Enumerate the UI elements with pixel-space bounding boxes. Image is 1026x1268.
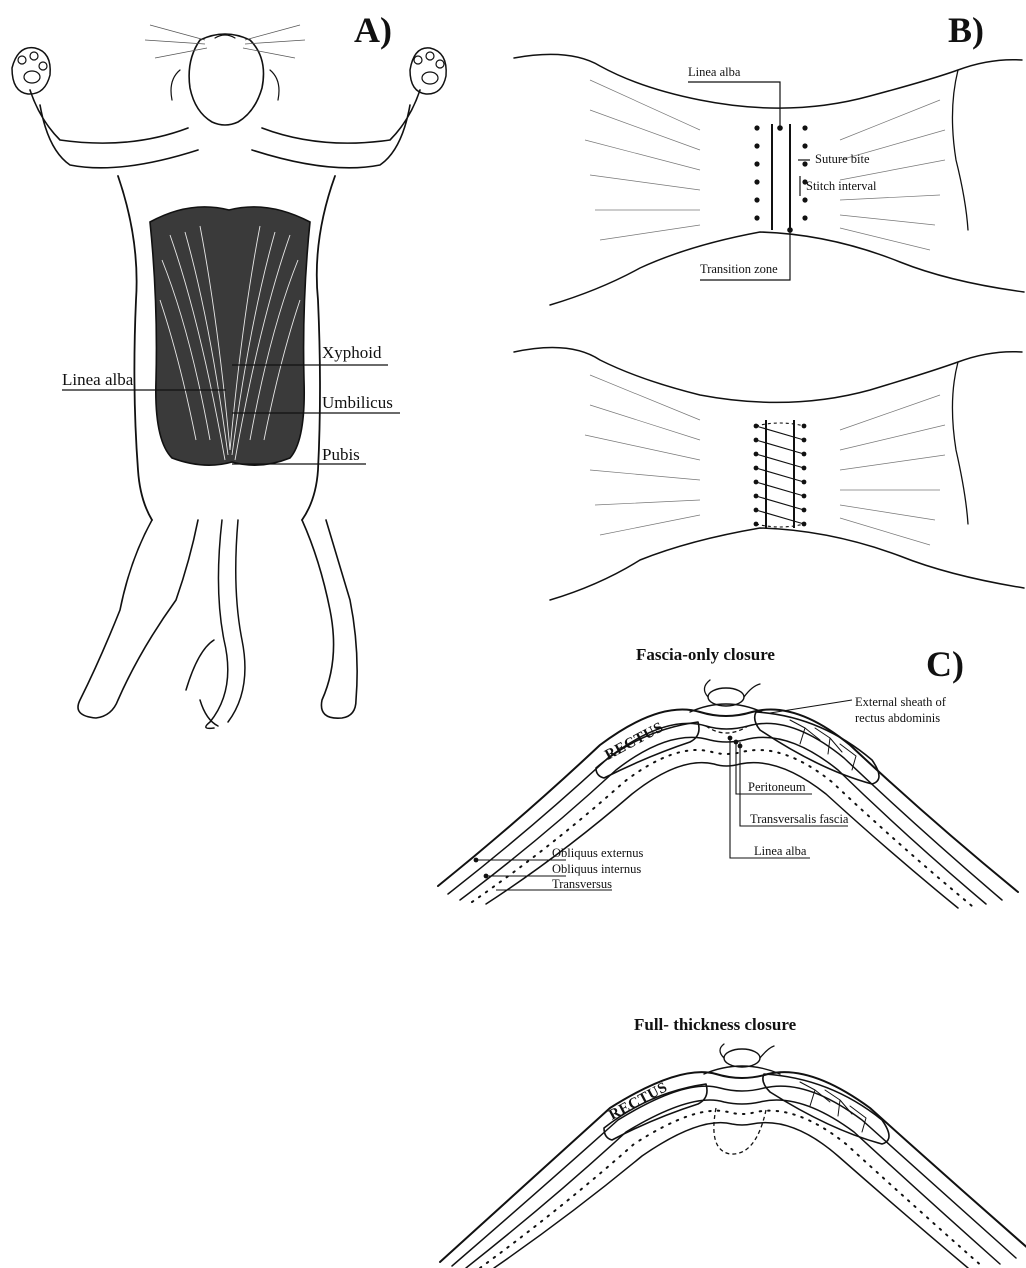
label-xyphoid: Xyphoid — [322, 343, 382, 362]
label-obliquus-internus: Obliquus internus — [552, 862, 641, 876]
label-external-sheath-2: rectus abdominis — [855, 711, 940, 725]
label-stitch-interval: Stitch interval — [806, 179, 877, 193]
incision-drawing-top: Linea alba Suture bite Stitch interval T… — [514, 54, 1024, 305]
cross-section-full-thickness: RECTUS — [440, 1044, 1026, 1268]
label-transversus: Transversus — [552, 877, 612, 891]
label-umbilicus: Umbilicus — [322, 393, 393, 412]
cross-section-fascia-only: RECTUS External sheath of rectus abdomin… — [438, 680, 1018, 908]
label-transversalis-fascia: Transversalis fascia — [750, 812, 849, 826]
full-thickness-title: Full- thickness closure — [634, 1015, 797, 1034]
panel-b-letter: B) — [948, 10, 984, 50]
panel-a: A) — [12, 10, 446, 728]
panel-c: Fascia-only closure C) RECTUS — [438, 644, 1026, 1268]
panel-b: B) — [514, 10, 1024, 600]
panel-c-letter: C) — [926, 644, 964, 684]
label-external-sheath-1: External sheath of — [855, 695, 947, 709]
label-linea-alba-a: Linea alba — [62, 370, 134, 389]
label-peritoneum: Peritoneum — [748, 780, 806, 794]
label-pubis: Pubis — [322, 445, 360, 464]
label-obliquus-externus: Obliquus externus — [552, 846, 643, 860]
label-transition-zone: Transition zone — [700, 262, 778, 276]
panel-a-letter: A) — [354, 10, 392, 50]
label-linea-alba-b: Linea alba — [688, 65, 741, 79]
fascia-only-title: Fascia-only closure — [636, 645, 775, 664]
label-suture-bite: Suture bite — [815, 152, 870, 166]
incision-drawing-bottom — [514, 348, 1024, 601]
label-linea-alba-c: Linea alba — [754, 844, 807, 858]
